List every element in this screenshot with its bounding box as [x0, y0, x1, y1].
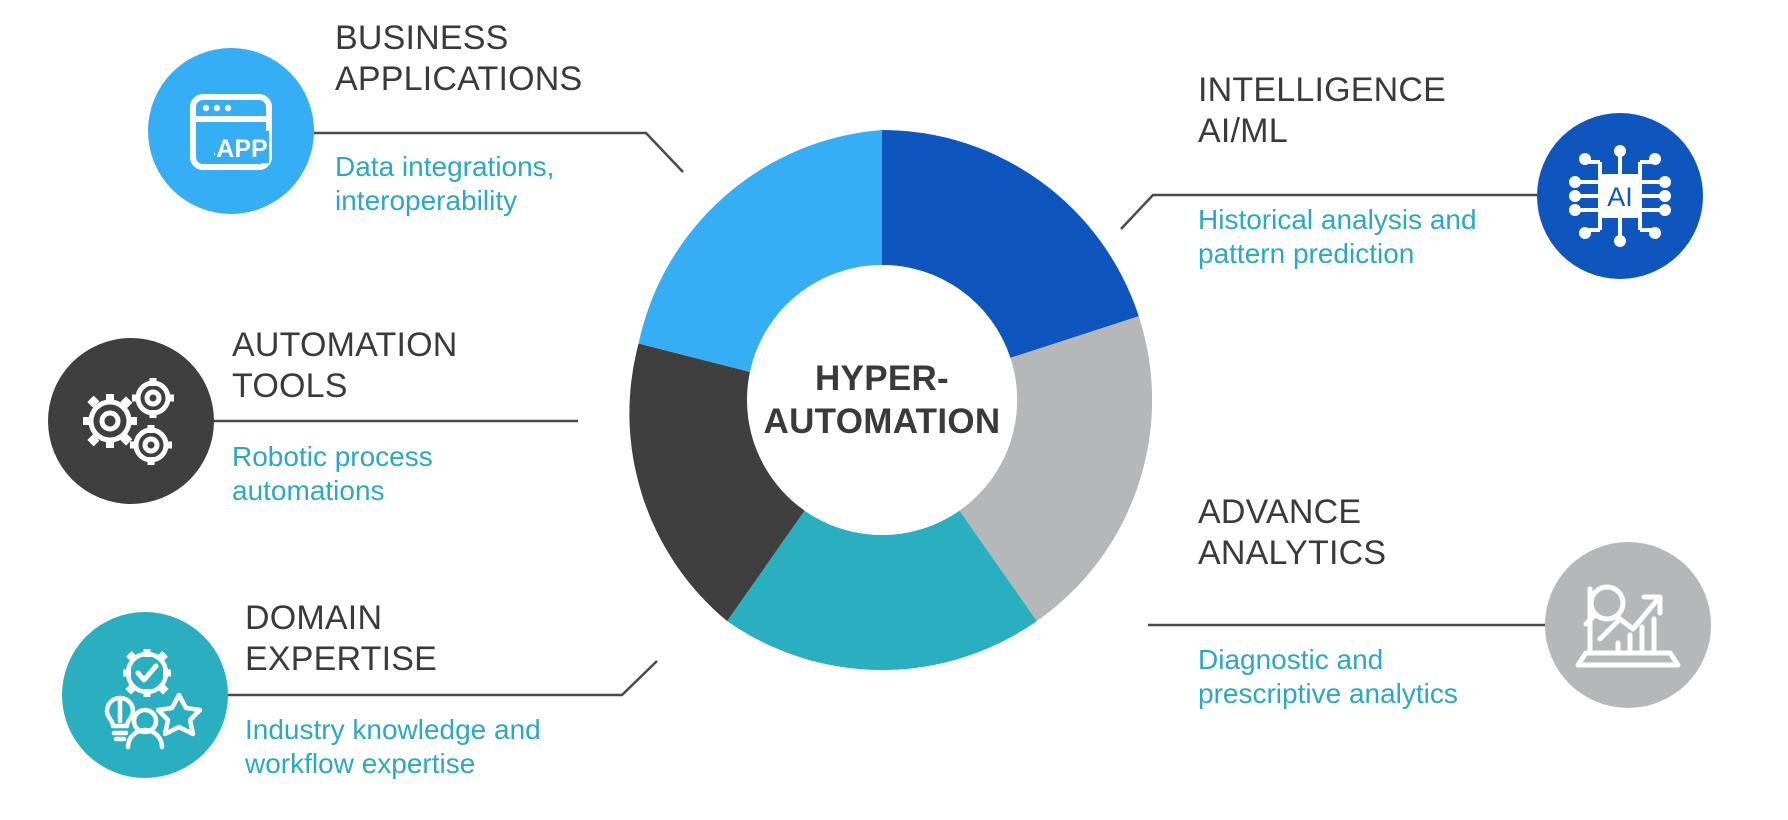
- intelligence-aiml-title: INTELLIGENCE AI/ML: [1198, 71, 1447, 150]
- expertise-icon: [104, 649, 203, 750]
- automation-tools-title: AUTOMATION TOOLS: [232, 326, 458, 405]
- business-applications-text-block: BUSINESS APPLICATIONS: [335, 18, 795, 100]
- intelligence-aiml-desc: Historical analysis and pattern predicti…: [1198, 204, 1477, 269]
- gears-icon: [83, 378, 174, 465]
- donut-segment-business: [638, 130, 882, 377]
- automation-tools-desc: Robotic process automations: [232, 441, 433, 506]
- business-applications-icon-circle[interactable]: APP APP: [148, 48, 314, 214]
- app-window-icon: APP APP: [190, 94, 272, 170]
- business-applications-desc-block: Data integrations, interoperability: [335, 150, 795, 218]
- advance-analytics-icon-circle[interactable]: [1545, 542, 1711, 708]
- hyperautomation-donut-chart: [612, 129, 1153, 670]
- automation-tools-icon-circle[interactable]: [48, 338, 214, 504]
- domain-expertise-desc-block: Industry knowledge and workflow expertis…: [245, 713, 745, 781]
- donut-segment-intelligence: [882, 129, 1139, 358]
- svg-text:APP: APP: [216, 135, 267, 163]
- advance-analytics-text-block: ADVANCE ANALYTICS: [1198, 492, 1618, 574]
- analytics-chart-icon: [1575, 584, 1681, 668]
- domain-expertise-title: DOMAIN EXPERTISE: [245, 599, 438, 678]
- ai-chip-icon: AI: [1569, 145, 1671, 247]
- advance-analytics-title: ADVANCE ANALYTICS: [1198, 493, 1387, 572]
- donut-svg: [629, 129, 1153, 670]
- business-applications-desc: Data integrations, interoperability: [335, 151, 555, 216]
- advance-analytics-desc-block: Diagnostic and prescriptive analytics: [1198, 643, 1678, 711]
- domain-expertise-desc: Industry knowledge and workflow expertis…: [245, 714, 541, 779]
- domain-expertise-text-block: DOMAIN EXPERTISE: [245, 598, 715, 680]
- domain-expertise-icon-circle[interactable]: [62, 612, 228, 778]
- advance-analytics-desc: Diagnostic and prescriptive analytics: [1198, 644, 1458, 709]
- ai-chip-icon-text: AI: [1607, 182, 1633, 212]
- intelligence-aiml-text-block: INTELLIGENCE AI/ML: [1198, 70, 1618, 152]
- donut-segment-analytics: [959, 316, 1153, 622]
- automation-tools-desc-block: Robotic process automations: [232, 440, 662, 508]
- donut-segment-domain: [727, 510, 1037, 670]
- intelligence-aiml-desc-block: Historical analysis and pattern predicti…: [1198, 203, 1658, 271]
- intelligence-aiml-icon-circle[interactable]: AI: [1537, 113, 1703, 279]
- business-applications-title: BUSINESS APPLICATIONS: [335, 19, 583, 98]
- donut-center-label: HYPER- AUTOMATION: [763, 359, 1001, 441]
- automation-tools-text-block: AUTOMATION TOOLS: [232, 325, 662, 407]
- donut-center-hub: HYPER- AUTOMATION: [747, 265, 1017, 535]
